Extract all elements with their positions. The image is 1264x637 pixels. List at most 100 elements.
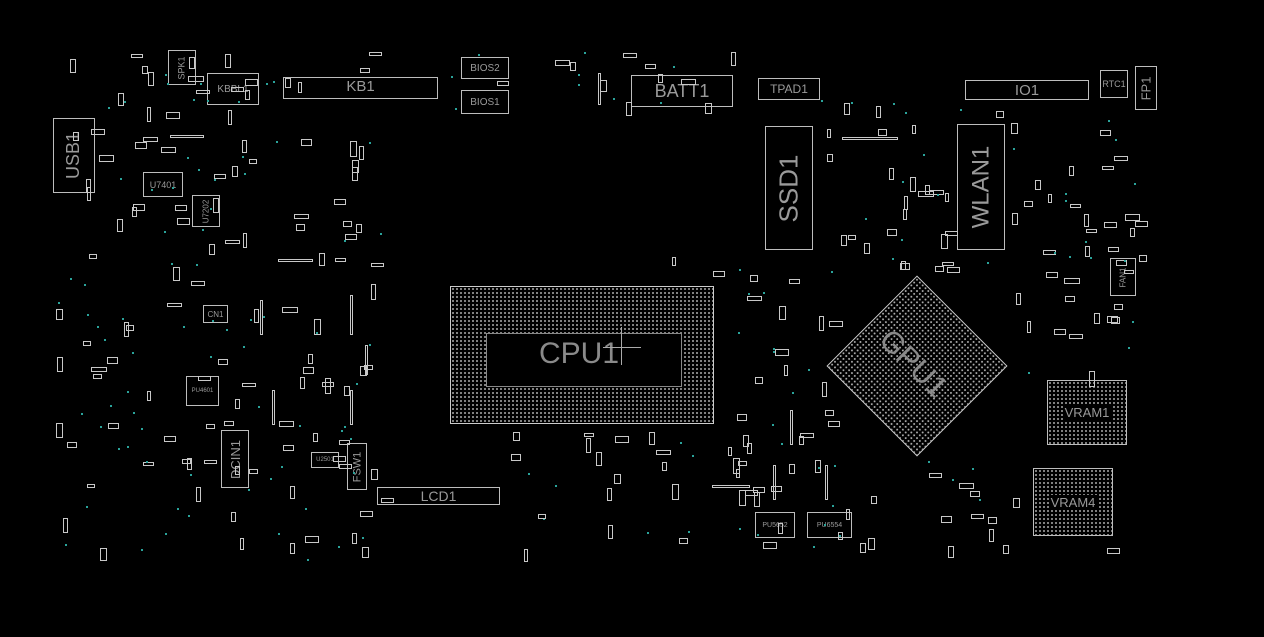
smd-pad	[338, 440, 350, 445]
via-dot	[986, 262, 989, 265]
smd-pad	[497, 81, 510, 87]
smd-pad	[147, 390, 152, 401]
cpu-crosshair	[603, 347, 641, 348]
smd-pad	[513, 432, 521, 441]
component-dcin1[interactable]: DCIN1	[221, 430, 249, 488]
component-fp1[interactable]: FP1	[1135, 66, 1157, 110]
smd-pad	[107, 422, 119, 429]
via-dot	[901, 180, 904, 183]
via-dot	[781, 442, 784, 445]
component-usb1[interactable]: USB1	[53, 118, 95, 193]
smd-pad	[175, 204, 187, 211]
component-bios2[interactable]: BIOS2	[461, 57, 509, 79]
smd-pad	[788, 278, 801, 284]
smd-pad	[381, 497, 394, 504]
component-vram1[interactable]: VRAM1	[1047, 380, 1127, 445]
smd-pad	[98, 155, 115, 162]
smd-pad	[1135, 220, 1149, 227]
smd-pad	[343, 385, 350, 396]
component-ssd1[interactable]: SSD1	[765, 126, 813, 250]
smd-pad	[297, 81, 303, 94]
via-dot	[454, 107, 457, 110]
component-u7401[interactable]: U7401	[143, 172, 183, 197]
smd-pad	[334, 257, 347, 263]
via-dot	[186, 156, 189, 159]
via-dot	[1115, 139, 1118, 142]
component-wlan1[interactable]: WLAN1	[957, 124, 1005, 250]
via-dot	[820, 100, 823, 103]
component-kbbl1[interactable]: KBBL1	[207, 73, 259, 105]
smd-pad	[623, 53, 638, 59]
via-dot	[577, 83, 580, 86]
via-dot	[165, 532, 168, 535]
component-pu5652[interactable]: PU5652	[755, 512, 795, 538]
smd-pad	[290, 485, 295, 500]
smd-pad	[845, 508, 851, 520]
smd-pad	[345, 234, 358, 241]
component-u2501[interactable]: U2501	[311, 452, 339, 468]
smd-pad	[56, 308, 63, 320]
component-rtc1[interactable]: RTC1	[1100, 70, 1128, 98]
smd-pad	[117, 218, 123, 232]
via-dot	[1127, 347, 1130, 350]
smd-pad	[945, 231, 958, 236]
smd-pad	[1124, 214, 1140, 221]
via-dot	[762, 292, 765, 295]
via-dot	[891, 258, 894, 261]
via-dot	[771, 424, 774, 427]
component-fsw1[interactable]: FSW1	[347, 443, 367, 490]
smd-pad	[1027, 321, 1032, 333]
smd-pad	[205, 424, 215, 430]
smd-pad	[1113, 303, 1124, 311]
component-kb1[interactable]: KB1	[283, 77, 438, 99]
smd-pad	[173, 266, 180, 281]
via-dot	[200, 82, 203, 85]
component-io1[interactable]: IO1	[965, 80, 1089, 100]
smd-pad	[825, 410, 835, 417]
smd-pad	[743, 435, 749, 448]
smd-pad	[947, 546, 954, 559]
via-dot	[201, 229, 204, 232]
smd-pad	[672, 484, 679, 501]
via-dot	[266, 83, 269, 86]
component-tpad1[interactable]: TPAD1	[758, 78, 820, 100]
smd-pad	[142, 65, 149, 75]
smd-pad	[161, 147, 176, 154]
via-dot	[226, 328, 229, 331]
component-bios1[interactable]: BIOS1	[461, 90, 509, 114]
via-dot	[242, 345, 245, 348]
via-dot	[937, 193, 940, 196]
via-dot	[361, 536, 364, 539]
component-fan1[interactable]: FAN1	[1110, 258, 1136, 296]
smd-pad	[177, 218, 190, 225]
component-batt1[interactable]: BATT1	[631, 75, 733, 107]
via-dot	[242, 155, 245, 158]
smd-pad	[1130, 227, 1135, 237]
component-u7202[interactable]: U7202	[192, 195, 220, 227]
smd-pad	[1011, 122, 1019, 134]
smd-pad	[131, 54, 143, 59]
component-spk1[interactable]: SPK1	[168, 50, 196, 85]
via-dot	[132, 352, 135, 355]
smd-pad	[82, 340, 91, 346]
smd-pad	[296, 224, 305, 231]
smd-pad	[826, 154, 833, 163]
smd-pad	[230, 512, 236, 523]
smd-pad	[351, 532, 357, 544]
smd-pad	[100, 548, 108, 562]
component-pu6554[interactable]: PU6554	[807, 512, 852, 538]
smd-pad	[762, 541, 777, 549]
via-dot	[214, 179, 217, 182]
smd-pad	[123, 322, 130, 337]
component-vram4[interactable]: VRAM4	[1033, 468, 1113, 536]
smd-pad	[234, 398, 240, 410]
smd-pad	[239, 538, 245, 550]
smd-pad	[56, 422, 63, 439]
component-cn1[interactable]: CN1	[203, 305, 228, 323]
via-dot	[281, 466, 284, 469]
via-dot	[305, 507, 308, 510]
component-cpu1[interactable]: CPU1	[450, 286, 714, 424]
smd-pad	[164, 435, 176, 443]
component-lcd1[interactable]: LCD1	[377, 487, 500, 505]
smd-pad	[318, 253, 325, 267]
